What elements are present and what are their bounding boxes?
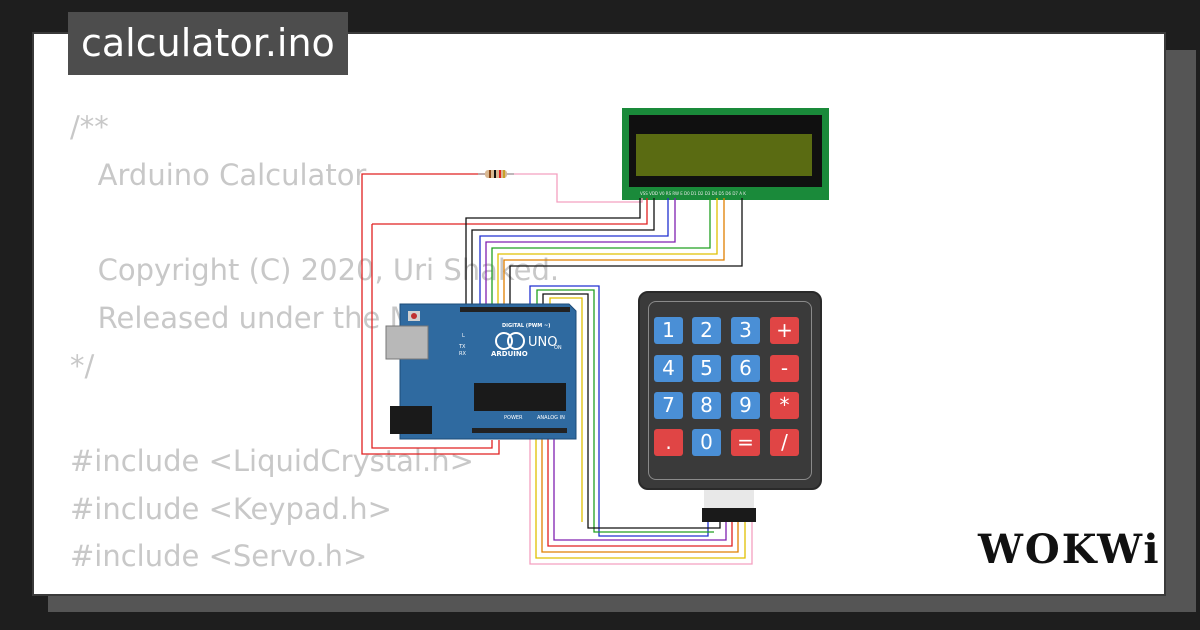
keypad-key[interactable]: 8 [692, 392, 721, 419]
analog-header-label: ANALOG IN [537, 415, 565, 421]
rx-label: RX [459, 351, 466, 357]
code-line: #include <Servo.h> [70, 539, 368, 574]
circuit-diagram: VSS VDD V0 RS RW E D0 D1 D2 D3 D4 D5 D6 … [361, 108, 829, 565]
wokwi-logo[interactable]: WOKWi [978, 526, 1161, 573]
code-line: Arduino Calculator [70, 157, 367, 192]
lcd-module: VSS VDD V0 RS RW E D0 D1 D2 D3 D4 D5 D6 … [622, 108, 829, 200]
keypad-key[interactable]: 2 [692, 317, 721, 344]
code-line: Copyright (C) 2020, Uri Shaked. [70, 253, 560, 288]
resistor [478, 170, 514, 178]
keypad-key[interactable]: . [654, 429, 683, 456]
keypad-key[interactable]: - [770, 355, 799, 382]
keypad-key[interactable]: 0 [692, 429, 721, 456]
keypad-key[interactable]: 4 [654, 355, 683, 382]
project-title: calculator.ino [68, 12, 348, 75]
keypad-key[interactable]: * [770, 392, 799, 419]
keypad-key[interactable]: 5 [692, 355, 721, 382]
keypad-key[interactable]: 1 [654, 317, 683, 344]
wires [361, 173, 753, 565]
code-line: */ [70, 348, 95, 383]
digital-header-label: DIGITAL (PWM ~) [502, 323, 550, 329]
tx-label: TX [458, 344, 466, 350]
l-label: L [462, 333, 465, 339]
keypad-connector [702, 488, 756, 522]
keypad-key[interactable]: 6 [731, 355, 760, 382]
keypad-key[interactable]: 7 [654, 392, 683, 419]
keypad-key[interactable]: 9 [731, 392, 760, 419]
on-label: ON [554, 345, 562, 351]
preview-card[interactable]: /** Arduino Calculator Copyright (C) 202… [32, 32, 1166, 596]
keypad-key[interactable]: + [770, 317, 799, 344]
code-line: #include <Keypad.h> [70, 491, 392, 526]
keypad-key[interactable]: = [731, 429, 760, 456]
arduino-board: UNO ARDUINO DIGITAL (PWM ~) POWER ANALOG… [385, 303, 577, 440]
keypad-frame [648, 301, 812, 480]
code-line: /** [70, 110, 109, 144]
arduino-brand-label: ARDUINO [491, 350, 528, 358]
keypad-key[interactable]: 3 [731, 317, 760, 344]
power-header-label: POWER [504, 415, 523, 421]
arduino-model-label: UNO [528, 335, 557, 350]
code-line: #include <LiquidCrystal.h> [70, 443, 474, 478]
lcd-pin-labels: VSS VDD V0 RS RW E D0 D1 D2 D3 D4 D5 D6 … [640, 191, 746, 196]
keypad-key[interactable]: / [770, 429, 799, 456]
